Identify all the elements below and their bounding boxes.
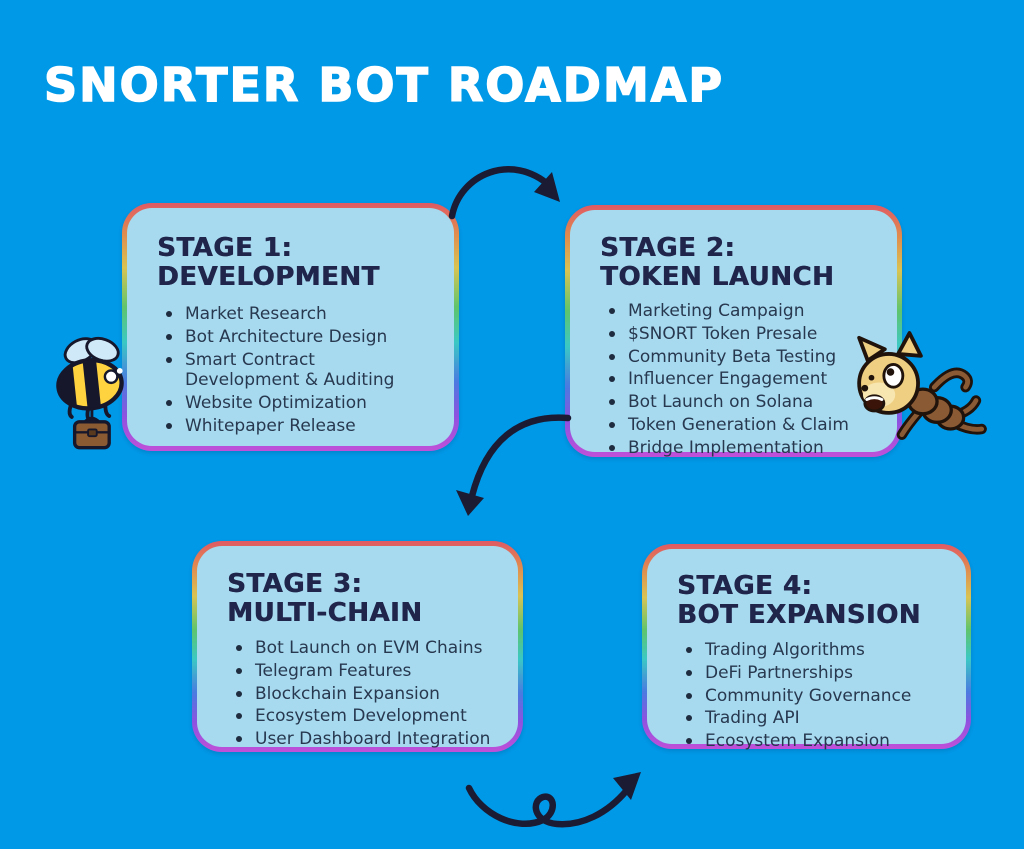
list-item: Market Research [166,304,430,324]
stage-1-card: STAGE 1: DEVELOPMENT Market Research Bot… [122,203,459,451]
stage-4-card: STAGE 4: BOT EXPANSION Trading Algorithm… [642,544,971,752]
list-item: Ecosystem Expansion [686,731,942,751]
stage-1-heading-line1: STAGE 1: [157,233,293,263]
list-item: Bridge Implementation [609,438,873,458]
stage-4-heading-line2: BOT EXPANSION [677,600,921,631]
list-item: Token Generation & Claim [609,415,873,435]
stage-3-list: Bot Launch on EVM Chains Telegram Featur… [227,638,494,750]
stage-3-heading-line2: MULTI-CHAIN [227,598,423,629]
list-item: Community Governance [686,686,942,706]
page-title: SNORTER BOT ROADMAP [43,57,725,113]
list-item: Community Beta Testing [609,347,873,367]
stage-4-heading-line1: STAGE 4: [677,571,813,601]
stage-2-heading-line1: STAGE 2: [600,233,736,263]
stage-2-card: STAGE 2: TOKEN LAUNCH Marketing Campaign… [565,205,902,459]
list-item: $SNORT Token Presale [609,324,873,344]
list-item: Blockchain Expansion [236,684,494,704]
stage-3-card: STAGE 3: MULTI-CHAIN Bot Launch on EVM C… [192,541,523,752]
curved-arrow-stage2-to-stage3-icon [456,414,572,516]
stage-1-heading: STAGE 1: DEVELOPMENT [157,233,430,293]
stage-2-heading-line2: TOKEN LAUNCH [600,262,835,293]
list-item: Whitepaper Release [166,416,430,436]
curved-arrow-stage1-to-stage2-icon [448,166,560,220]
stage-2-heading: STAGE 2: TOKEN LAUNCH [600,233,873,293]
list-item: Bot Launch on EVM Chains [236,638,494,658]
bee-mascot-icon [55,336,124,450]
stage-3-heading: STAGE 3: MULTI-CHAIN [227,569,494,629]
stage-3-heading-line1: STAGE 3: [227,569,363,599]
list-item: Bot Architecture Design [166,327,430,347]
stage-2-list: Marketing Campaign $SNORT Token Presale … [600,301,873,459]
list-item: User Dashboard Integration [236,729,494,749]
list-item: Smart Contract Development & Auditing [166,350,430,391]
list-item: Bot Launch on Solana [609,392,873,412]
list-item: Ecosystem Development [236,706,494,726]
stage-1-list: Market Research Bot Architecture Design … [157,304,430,436]
doge-mascot-icon [857,331,987,440]
list-item: Influencer Engagement [609,369,873,389]
stage-4-list: Trading Algorithms DeFi Partnerships Com… [677,640,942,752]
list-item: DeFi Partnerships [686,663,942,683]
list-item: Trading API [686,708,942,728]
list-item: Marketing Campaign [609,301,873,321]
list-item: Website Optimization [166,393,430,413]
stage-4-heading: STAGE 4: BOT EXPANSION [677,571,942,631]
list-item: Trading Algorithms [686,640,942,660]
list-item: Telegram Features [236,661,494,681]
loop-arrow-stage3-to-stage4-icon [465,772,641,828]
stage-1-heading-line2: DEVELOPMENT [157,262,380,293]
